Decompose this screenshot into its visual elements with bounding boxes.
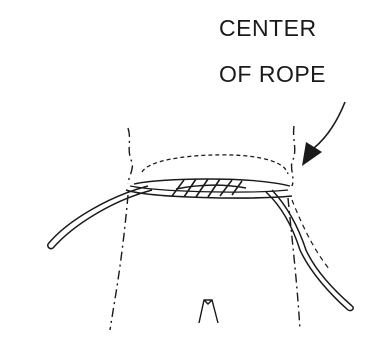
post-right-edge	[288, 126, 300, 330]
rope-right-tail-end	[348, 306, 353, 311]
pointer-arrow-head	[302, 142, 322, 166]
post-top-ellipse	[142, 155, 288, 174]
rope-twist	[172, 179, 246, 197]
pointer-arrow-line	[314, 102, 345, 148]
rope-left-tail	[48, 186, 152, 248]
post-left-edge	[110, 128, 132, 330]
annotation-label-line2: OF ROPE	[219, 63, 326, 86]
rope-band-front-inner	[130, 186, 288, 192]
rope-right-tail	[266, 190, 352, 310]
annotation-label-line1: CENTER	[219, 17, 317, 40]
post-bottom-notch	[199, 300, 218, 323]
rope-left-tail-end	[48, 244, 53, 249]
